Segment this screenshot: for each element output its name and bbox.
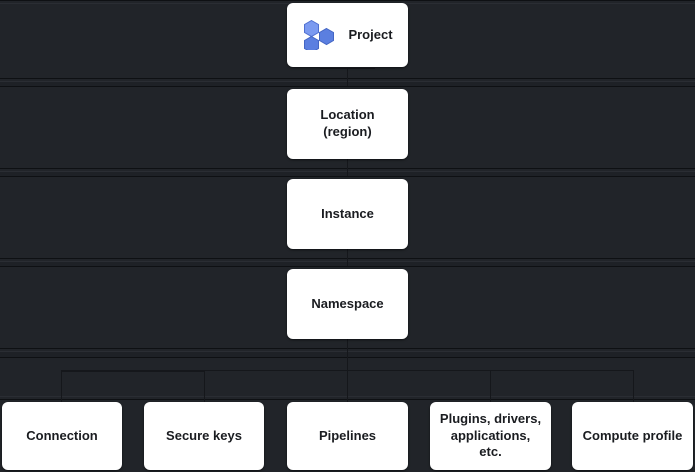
node-project-label: Project xyxy=(348,26,393,42)
node-namespace[interactable]: Namespace xyxy=(287,269,408,339)
connector-instance-namespace xyxy=(347,248,348,266)
node-project[interactable]: Project xyxy=(287,3,408,67)
node-secure-keys[interactable]: Secure keys xyxy=(144,402,264,470)
connector-child-pipelines xyxy=(347,370,348,402)
node-pipelines-label: Pipelines xyxy=(318,427,377,443)
node-plugins[interactable]: Plugins, drivers, applications, etc. xyxy=(430,402,551,470)
node-location[interactable]: Location (region) xyxy=(287,89,408,159)
connector-child-compute-profile xyxy=(633,370,634,402)
connector-children-bus-3 xyxy=(490,370,633,371)
connector-project-tick xyxy=(320,68,375,69)
connector-child-plugins xyxy=(490,370,491,402)
node-instance[interactable]: Instance xyxy=(287,179,408,249)
connector-child-secure-keys xyxy=(204,370,205,402)
connector-children-bus xyxy=(61,370,633,371)
connector-namespace-down xyxy=(347,338,348,370)
node-secure-keys-label: Secure keys xyxy=(166,427,242,443)
node-namespace-label: Namespace xyxy=(311,295,384,311)
node-connection-label: Connection xyxy=(26,427,98,443)
hexagons-icon xyxy=(304,20,335,50)
node-pipelines[interactable]: Pipelines xyxy=(287,402,408,470)
node-instance-label: Instance xyxy=(321,205,374,221)
node-connection[interactable]: Connection xyxy=(2,402,122,470)
connector-location-instance xyxy=(347,158,348,176)
node-compute-profile[interactable]: Compute profile xyxy=(572,402,693,470)
connector-project-location xyxy=(347,68,348,86)
connector-child-connection xyxy=(61,370,62,402)
node-plugins-label: Plugins, drivers, applications, etc. xyxy=(439,411,542,460)
node-location-label: Location (region) xyxy=(320,107,375,139)
node-compute-profile-label: Compute profile xyxy=(582,427,683,443)
connector-children-bus-2 xyxy=(61,371,204,372)
